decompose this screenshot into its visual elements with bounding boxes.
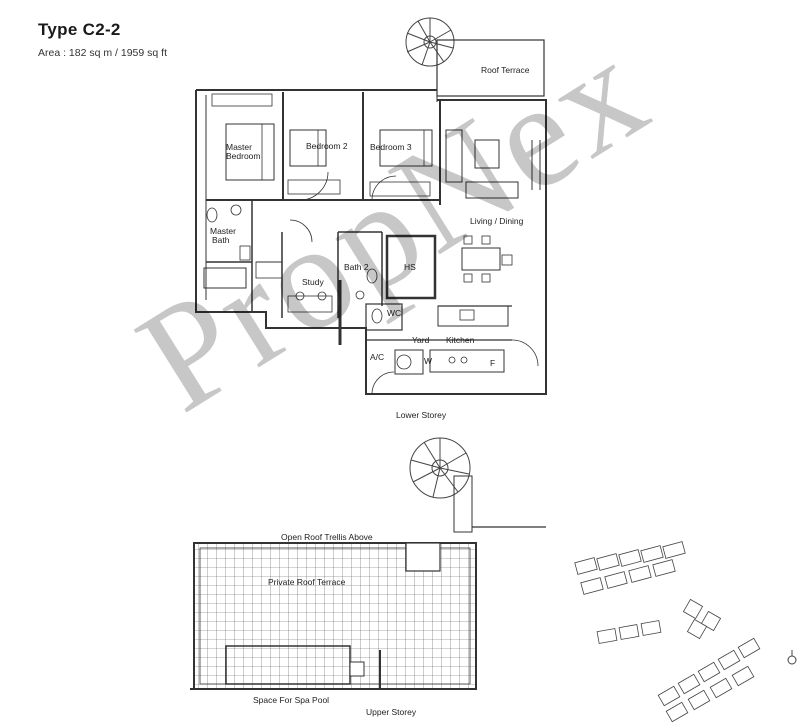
unit-area: Area : 182 sq m / 1959 sq ft [38,47,167,59]
north-arrow-icon [787,650,797,665]
caption-upper-storey: Upper Storey [366,707,417,717]
caption-lower-storey: Lower Storey [396,410,447,420]
label-living-dining: Living / Dining [470,216,524,226]
label-yard: Yard [412,335,430,345]
label-hs: HS [404,262,416,272]
upper-storey-labels: Open Roof Trellis Above Private Roof Ter… [253,532,417,717]
label-bedroom-2: Bedroom 2 [306,141,348,151]
label-study: Study [302,277,324,287]
label-open-roof-trellis: Open Roof Trellis Above [281,532,373,542]
label-master-bath-2: Bath [212,235,230,245]
lower-storey-labels: Roof Terrace Master Bedroom Bedroom 2 Be… [210,65,530,420]
label-master-bedroom-2: Bedroom [226,151,261,161]
label-kitchen: Kitchen [446,335,475,345]
label-f: F [490,358,495,368]
lower-storey-plan [195,17,547,395]
label-ac: A/C [370,352,384,362]
label-w: W [424,356,432,366]
label-bath-2: Bath 2 [344,262,369,272]
spiral-stair-upper [409,437,471,499]
upper-storey-plan [190,437,546,690]
label-master-bath-1: Master [210,226,236,236]
label-private-roof-terrace: Private Roof Terrace [268,577,346,587]
site-plan-key [574,541,761,723]
label-bedroom-3: Bedroom 3 [370,142,412,152]
label-master-bedroom-1: Master [226,142,252,152]
unit-type-title: Type C2-2 [38,20,121,39]
spiral-stair-lower [405,17,455,67]
label-roof-terrace: Roof Terrace [481,65,530,75]
label-spa-pool: Space For Spa Pool [253,695,329,705]
label-wc: WC [387,308,401,318]
